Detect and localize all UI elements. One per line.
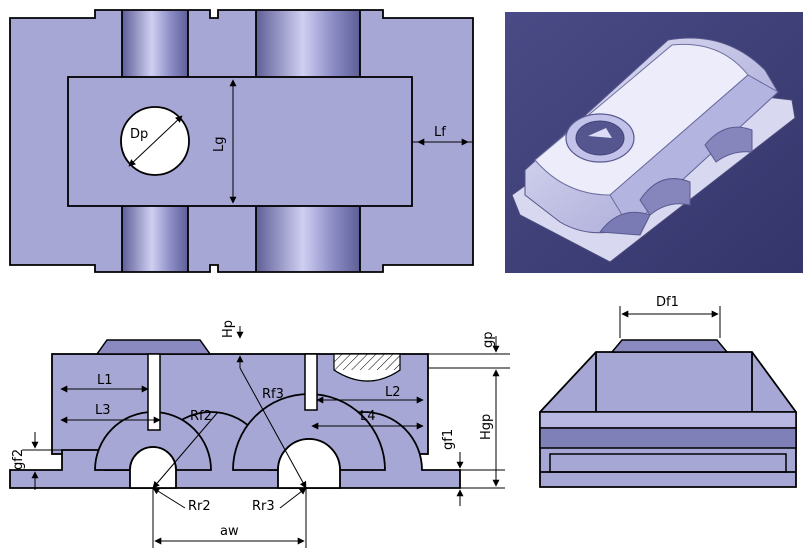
l2-label: L2 bbox=[385, 385, 401, 400]
front-view: L1 L3 L2 L4 Rf2 Rf3 Rr2 Rr3 aw Hp gp Hgp… bbox=[9, 320, 510, 548]
dp-label: Dp bbox=[130, 127, 148, 142]
front-right-slot bbox=[304, 353, 318, 411]
dp-dimension-line bbox=[128, 115, 183, 167]
top-view: Dp Lg Lf bbox=[9, 9, 474, 273]
top-plate bbox=[67, 76, 413, 207]
gf1-label: gf1 bbox=[441, 429, 456, 450]
aw-label: aw bbox=[220, 524, 239, 539]
cylinder-band-bottom-right bbox=[256, 206, 360, 271]
lf-label: Lf bbox=[434, 125, 446, 140]
side-top-cap bbox=[610, 339, 729, 353]
cylinder-band-top-left bbox=[122, 11, 188, 77]
df1-label: Df1 bbox=[656, 295, 679, 310]
rr3-label: Rr3 bbox=[252, 499, 275, 514]
front-top-cap bbox=[95, 339, 212, 355]
rf2-label: Rf2 bbox=[190, 409, 212, 424]
hp-label: Hp bbox=[221, 320, 236, 338]
cylinder-band-bottom-left bbox=[122, 206, 188, 271]
rf3-label: Rf3 bbox=[262, 387, 284, 402]
gf2-label: gf2 bbox=[11, 449, 26, 470]
side-view: Df1 bbox=[539, 295, 797, 488]
l3-label: L3 bbox=[95, 403, 111, 418]
l4-label: L4 bbox=[360, 409, 376, 424]
cylinder-band-top-right bbox=[256, 11, 360, 77]
lg-label: Lg bbox=[212, 137, 227, 153]
l1-label: L1 bbox=[97, 373, 113, 388]
front-left-slot bbox=[147, 353, 161, 431]
hgp-label: Hgp bbox=[479, 414, 494, 440]
gp-label: gp bbox=[481, 331, 496, 348]
rr2-label: Rr2 bbox=[188, 499, 211, 514]
cad-3d-view bbox=[505, 12, 803, 273]
